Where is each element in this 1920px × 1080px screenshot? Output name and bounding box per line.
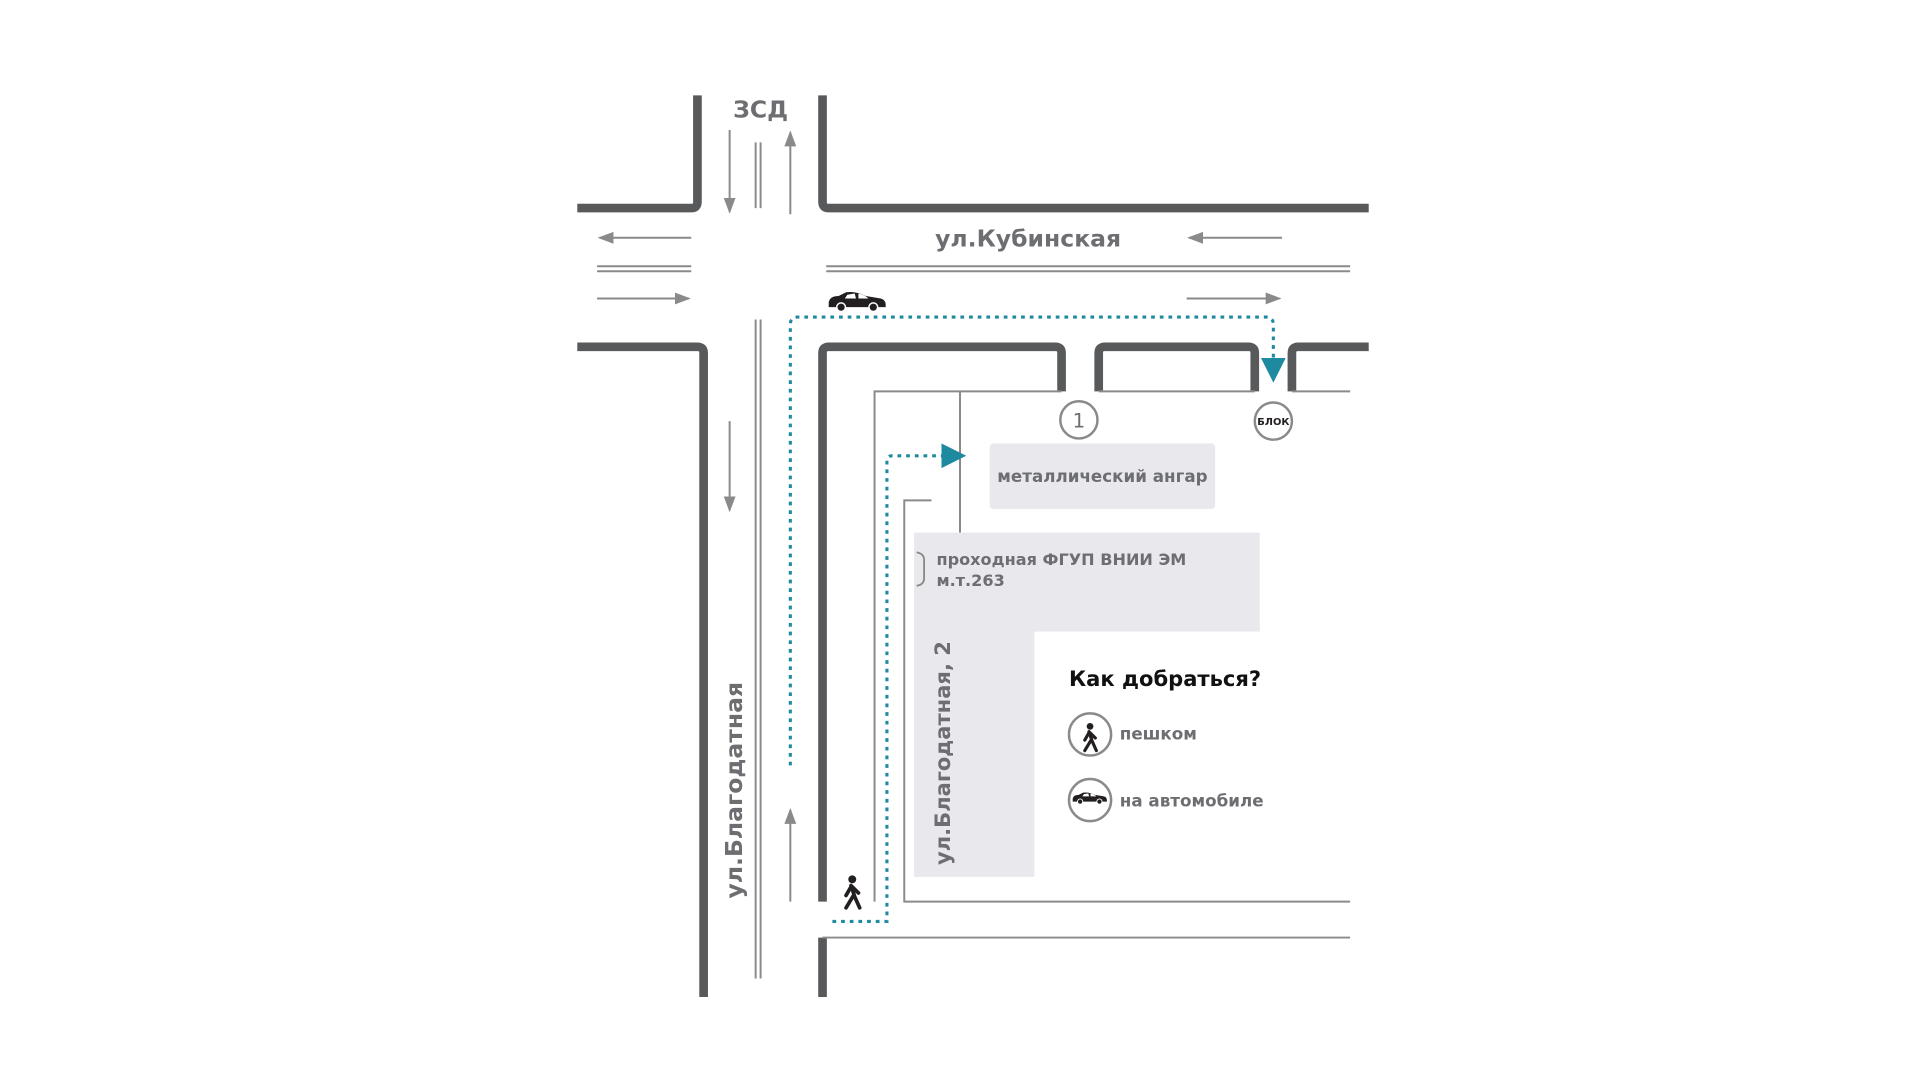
checkpoint-label-line1: проходная ФГУП ВНИИ ЭМ [936, 550, 1186, 569]
checkpoint-label-line2: м.т.263 [936, 571, 1004, 590]
roads [577, 95, 1369, 998]
checkpoint-building [914, 532, 1260, 877]
legend: Как добраться? пешком на автомобиле [1067, 666, 1264, 823]
hangar-label: металлический ангар [997, 466, 1207, 486]
street-label-blagodatnaya: ул.Благодатная [720, 682, 748, 899]
legend-title: Как добраться? [1069, 666, 1261, 691]
thin-lines [597, 142, 1351, 979]
pedestrian-icon [844, 873, 862, 910]
hangar-building [989, 443, 1216, 510]
address-label: ул.Благодатная, 2 [930, 641, 955, 865]
street-label-zsd: ЗСД [733, 96, 788, 124]
legend-label-walk: пешком [1120, 723, 1197, 743]
svg-text:БЛОК: БЛОК [1257, 417, 1289, 428]
car-route [788, 315, 1286, 766]
svg-text:1: 1 [1073, 409, 1086, 432]
legend-label-car: на автомобиле [1120, 790, 1264, 810]
marker-block: БЛОК [1253, 401, 1294, 441]
street-label-kubinskaya: ул.Кубинская [935, 224, 1121, 252]
walk-route [832, 443, 967, 924]
legend-item-walk: пешком [1067, 712, 1197, 757]
traffic-arrows [597, 130, 1283, 902]
buildings [914, 443, 1260, 877]
marker-1: 1 [1059, 400, 1099, 440]
legend-item-car: на автомобиле [1067, 777, 1264, 823]
car-icon [827, 291, 887, 313]
routes [788, 315, 1286, 924]
